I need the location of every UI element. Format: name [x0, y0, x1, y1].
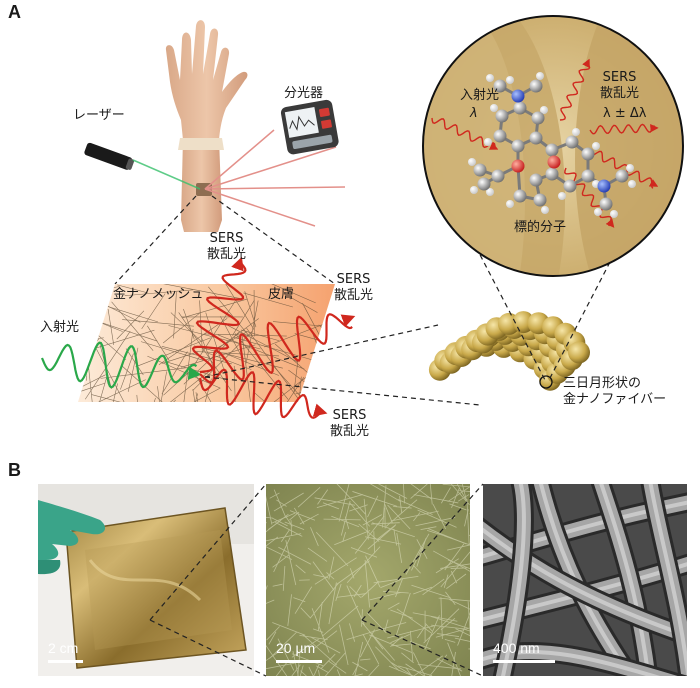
zoom-lines-photos: [149, 483, 484, 677]
sers-label-bottom: SERS 散乱光: [330, 408, 370, 439]
crescent-gold-nanofiber: [428, 311, 590, 391]
incident-light-label: 入射光: [40, 320, 80, 335]
panel-a-letter: A: [8, 2, 21, 22]
sers-label-top: SERS 散乱光: [207, 231, 247, 262]
crescent-fiber-label: 三日月形状の 金ナノファイバー: [563, 376, 667, 407]
laser-label: レーザー: [73, 108, 125, 123]
spectrometer-device: [204, 99, 346, 227]
photo-optical-micrograph: [266, 484, 470, 676]
spectrometer-label: 分光器: [284, 86, 324, 101]
zoom-lines-fiber: [204, 324, 481, 406]
target-molecule-label: 標的分子: [514, 220, 567, 235]
laser-device: [84, 142, 201, 190]
inset-lambda-symbol: λ: [470, 106, 478, 121]
gold-nanomesh-label: 金ナノメッシュ: [113, 287, 204, 302]
skin-label: 皮膚: [268, 287, 295, 302]
inset-sers-label: SERS 散乱光: [600, 70, 640, 101]
photo-gold-mesh-sheet: [38, 484, 254, 676]
panel-b-letter: B: [8, 460, 21, 480]
scale-label-2cm: 2 cm: [48, 640, 79, 656]
arm-illustration: [165, 20, 248, 232]
zoom-lines-mesh: [114, 195, 336, 285]
photo-electron-micrograph: [483, 484, 687, 676]
molecule-inset: [422, 15, 684, 277]
sers-label-right: SERS 散乱光: [334, 272, 374, 303]
scale-label-20um: 20 µm: [276, 640, 316, 656]
light-waves: [40, 256, 356, 419]
inset-sers-symbol: λ ± Δλ: [603, 106, 647, 121]
fiber-highlight-circle: [539, 375, 553, 389]
zoom-lines-inset: [475, 246, 611, 381]
inset-incident-label: 入射光: [460, 88, 500, 103]
scale-label-400nm: 400 nm: [493, 640, 540, 656]
